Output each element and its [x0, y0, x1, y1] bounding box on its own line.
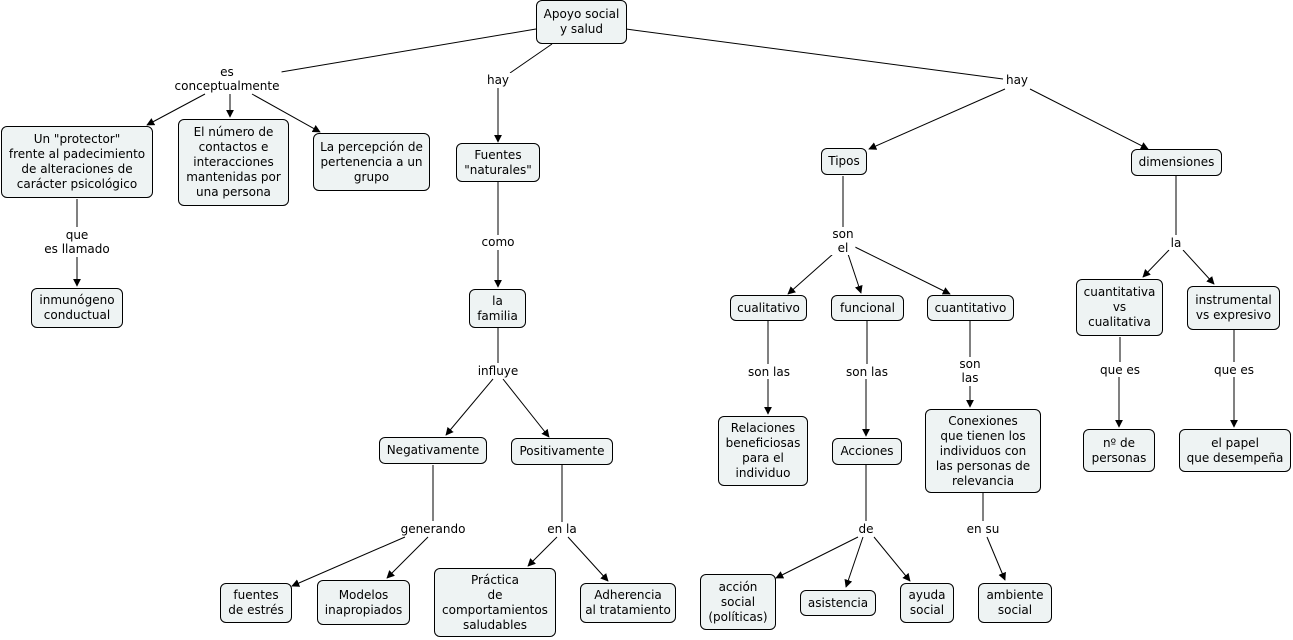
- edge-gen-estres: [291, 536, 406, 587]
- link-en-la: en la: [545, 522, 579, 536]
- node-familia[interactable]: la familia: [469, 289, 526, 328]
- node-adherencia[interactable]: Adherencia al tratamiento: [580, 583, 676, 623]
- link-son-las-funcional: son las: [844, 365, 890, 379]
- node-cuant-vs-cual[interactable]: cuantitativa vs cualitativa: [1076, 279, 1163, 336]
- edge-hay-dimensiones: [1029, 88, 1149, 150]
- edge-de-accionsocial: [775, 536, 859, 579]
- node-cuantitativo[interactable]: cuantitativo: [927, 295, 1014, 321]
- node-dimensiones[interactable]: dimensiones: [1131, 149, 1222, 176]
- edge-enla-practica: [527, 536, 558, 567]
- link-son-el: son el: [830, 227, 856, 255]
- node-n-personas[interactable]: nº de personas: [1083, 429, 1155, 472]
- node-practica[interactable]: Práctica de comportamientos saludables: [434, 568, 556, 637]
- node-asistencia[interactable]: asistencia: [800, 590, 876, 616]
- edge-enla-adherencia: [567, 536, 609, 582]
- link-hay-right: hay: [1003, 73, 1031, 87]
- edge-de-ayuda: [873, 536, 911, 582]
- node-ayuda-social[interactable]: ayuda social: [900, 583, 954, 623]
- node-fuentes-naturales[interactable]: Fuentes "naturales": [456, 143, 540, 182]
- edge-root-esconcept: [280, 28, 537, 73]
- node-acciones[interactable]: Acciones: [832, 438, 902, 465]
- node-instrumental[interactable]: instrumental vs expresivo: [1187, 286, 1280, 330]
- link-en-su: en su: [964, 522, 1002, 536]
- node-modelos[interactable]: Modelos inapropiados: [317, 580, 410, 625]
- node-apoyo-social[interactable]: Apoyo social y salud: [536, 0, 627, 44]
- edge-influye-neg: [445, 378, 494, 436]
- link-como: como: [479, 235, 517, 249]
- edge-sonel-cuantitativo: [854, 246, 951, 295]
- edge-ensu-ambiente: [986, 536, 1006, 581]
- node-numero-contactos[interactable]: El número de contactos e interacciones m…: [178, 119, 289, 206]
- edge-sonel-funcional: [847, 253, 863, 294]
- link-son-las-cualitativo: son las: [746, 365, 792, 379]
- node-relaciones[interactable]: Relaciones beneficiosas para el individu…: [718, 416, 808, 486]
- link-que-es-instrumental: que es: [1211, 363, 1257, 377]
- link-hay-left: hay: [484, 73, 512, 87]
- edge-la-cuant: [1142, 249, 1170, 278]
- node-fuentes-estres[interactable]: fuentes de estrés: [220, 583, 292, 623]
- edge-de-asistencia: [844, 536, 864, 588]
- edge-hay-tipos: [868, 88, 1006, 150]
- node-cualitativo[interactable]: cualitativo: [730, 295, 807, 321]
- edge-esc-protector: [146, 93, 206, 126]
- link-influye: influye: [475, 364, 521, 378]
- link-son-las-cuantitativo: son las: [957, 357, 983, 385]
- edge-gen-modelos: [386, 536, 429, 579]
- node-percepcion[interactable]: La percepción de pertenencia a un grupo: [313, 133, 430, 191]
- edge-root-hay-right: [625, 28, 1004, 80]
- node-ambiente-social[interactable]: ambiente social: [978, 583, 1052, 623]
- node-protector[interactable]: Un "protector" frente al padecimiento de…: [1, 126, 153, 198]
- link-que-es-cuantitativa: que es: [1097, 363, 1143, 377]
- edge-sonel-cualitativo: [787, 253, 834, 295]
- link-de: de: [856, 522, 876, 536]
- edge-root-hay-left: [509, 43, 553, 74]
- node-positivamente[interactable]: Positivamente: [511, 438, 613, 465]
- node-conexiones[interactable]: Conexiones que tienen los individuos con…: [925, 409, 1041, 493]
- node-accion-social[interactable]: acción social (políticas): [700, 574, 776, 630]
- edge-influye-pos: [502, 378, 550, 438]
- link-la: la: [1168, 236, 1184, 250]
- edge-la-instr: [1182, 249, 1215, 285]
- edge-esc-percepcion: [251, 93, 321, 133]
- node-funcional[interactable]: funcional: [831, 295, 904, 321]
- node-papel[interactable]: el papel que desempeña: [1179, 429, 1291, 472]
- link-es-conceptualmente: es conceptualmente: [172, 65, 282, 93]
- link-que-es-llamado: que es llamado: [42, 228, 112, 256]
- link-generando: generando: [398, 522, 468, 536]
- node-inmunogeno[interactable]: inmunógeno conductual: [31, 288, 123, 328]
- node-negativamente[interactable]: Negativamente: [379, 437, 487, 464]
- node-tipos[interactable]: Tipos: [821, 148, 867, 175]
